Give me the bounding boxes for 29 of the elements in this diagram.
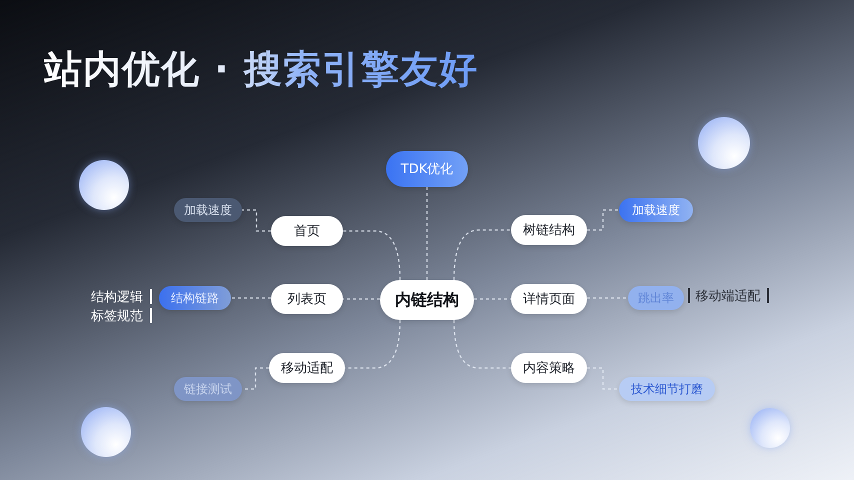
- dashed-connector: [587, 209, 619, 231]
- topic-pill: 加载速度: [619, 198, 693, 222]
- dashed-connector: [242, 367, 269, 390]
- dashed-connector: [242, 209, 271, 232]
- dashed-connector: [587, 297, 628, 299]
- topic-pill: 列表页: [271, 284, 343, 314]
- dashed-connector: [231, 297, 271, 299]
- topic-pill: 详情页面: [511, 284, 587, 314]
- side-note: 结构逻辑: [91, 289, 143, 306]
- dashed-connector: [343, 230, 401, 280]
- dashed-connector: [587, 367, 619, 390]
- dashed-connector: [345, 320, 401, 369]
- topic-pill: 首页: [271, 216, 343, 246]
- hub-pill: 内链结构: [380, 280, 474, 320]
- dashed-connector: [474, 298, 511, 300]
- topic-pill: 结构链路: [159, 286, 231, 310]
- topic-pill: 链接测试: [174, 377, 242, 401]
- topic-pill: 内容策略: [511, 353, 587, 383]
- dashed-connector: [426, 187, 428, 280]
- side-note: 移动端适配: [696, 288, 760, 305]
- side-note: 标签规范: [91, 308, 143, 325]
- topic-pill: 移动适配: [269, 353, 345, 383]
- topic-pill: 技术细节打磨: [619, 377, 715, 401]
- dashed-connector: [343, 298, 380, 300]
- topic-pill: 树链结构: [511, 215, 587, 245]
- dashed-connector: [453, 229, 511, 280]
- topic-pill: TDK优化: [386, 151, 468, 187]
- topic-pill: 加载速度: [174, 198, 242, 222]
- dashed-connector: [453, 320, 511, 369]
